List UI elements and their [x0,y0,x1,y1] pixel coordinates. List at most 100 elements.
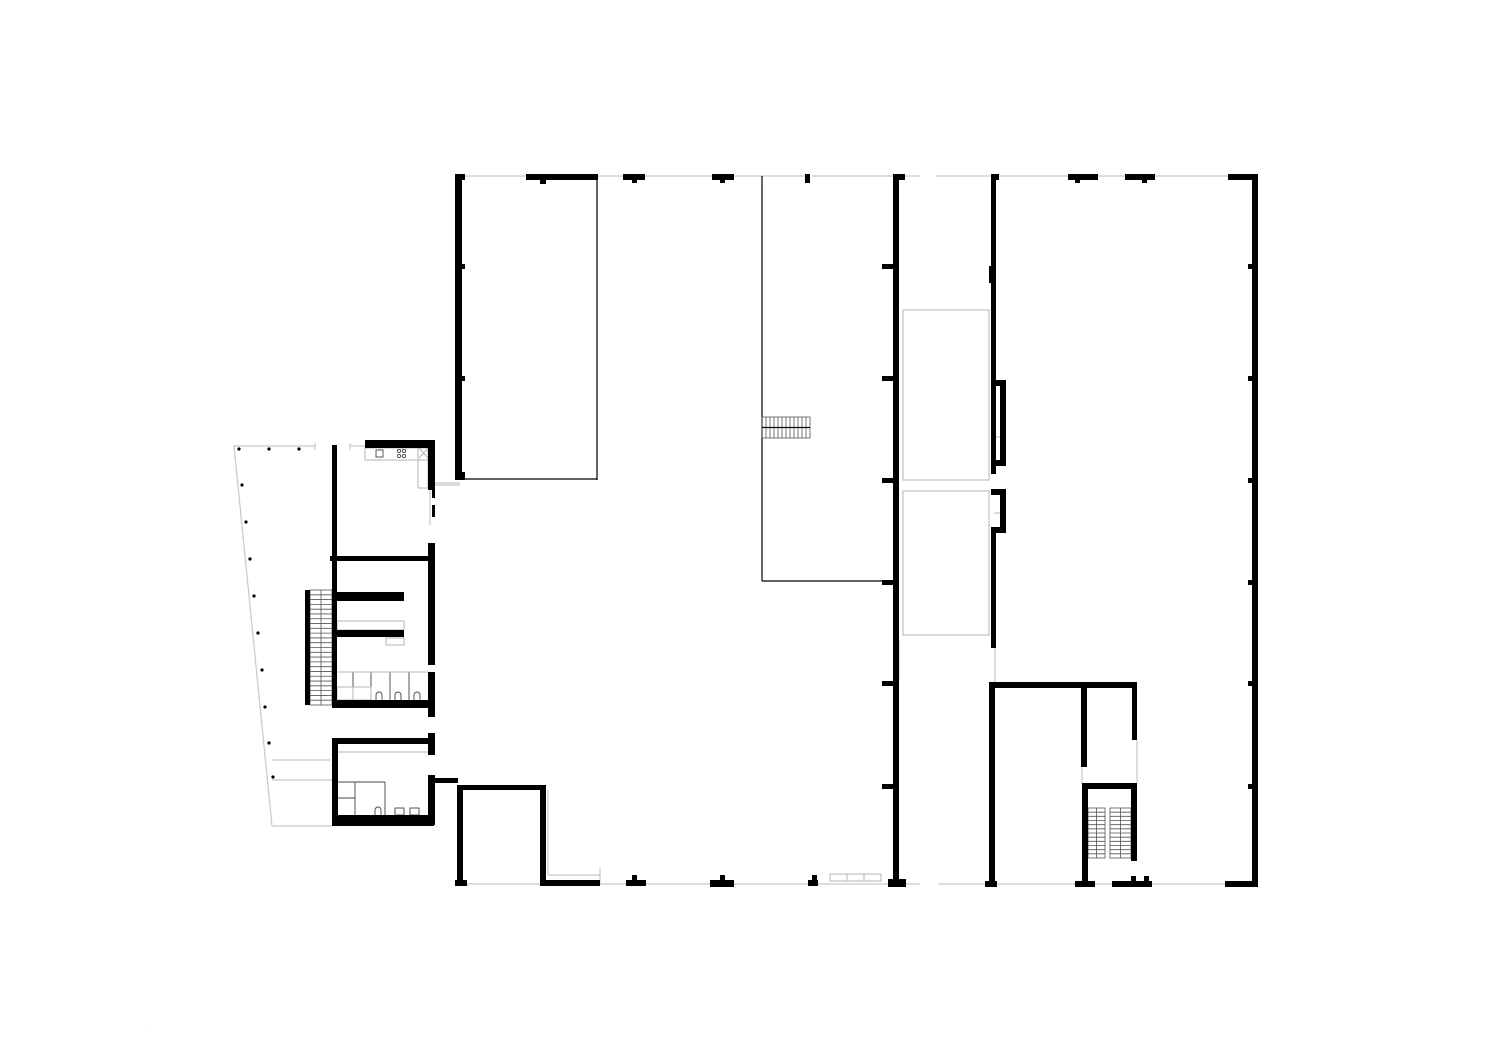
wall-segment [895,174,905,180]
toilet-icon [413,691,421,700]
wall-segment [991,527,1006,533]
wall-segment [710,880,734,887]
partition-lines [462,176,893,582]
hob-burner-icon [401,448,407,454]
column-dot-icon [256,631,260,635]
sink-icon [394,807,405,816]
column-dot-icon [267,741,271,745]
column-dot-icon [244,520,248,524]
bench [863,873,882,882]
wall-segment [1248,784,1256,789]
wall-segment [428,440,435,490]
wall-segment [1142,174,1147,183]
toilet-icon [375,691,383,700]
wall-segment [1132,682,1137,740]
walls [305,174,1258,887]
kitchen-counter [364,447,429,461]
wall-segment [985,881,997,887]
wall-segment [540,174,546,184]
wall-segment [365,440,435,448]
wall-segment [432,505,435,517]
wall-segment [457,785,463,885]
wall-segment [1000,380,1006,465]
wall-segment [882,784,893,789]
wall-segment [332,592,404,601]
wall-segment [882,376,893,381]
mezzanine-stair [761,416,811,439]
wall-segment [455,880,467,886]
wall-segment [540,785,546,885]
core-stair-right [1109,807,1132,859]
wall-segment [332,815,434,826]
wall-segment [893,174,899,886]
wall-segment [812,875,817,883]
wall-segment [305,590,310,705]
sink-icon [375,449,384,458]
column-dot-icon [267,447,271,451]
wall-segment [989,682,995,886]
footer-mark: · [150,1028,152,1033]
wall-segment [1248,478,1256,483]
core-stair-left [1087,807,1106,859]
gallery-box [902,309,990,481]
wall-segment [457,785,544,790]
wall-segment [720,875,725,881]
wall-segment [1248,376,1256,381]
wall-segment [991,380,1006,386]
wall-segment [1081,682,1087,767]
wall-segment [1075,881,1095,887]
wall-segment [989,266,994,283]
bench [846,873,865,882]
column-dot-icon [240,483,244,487]
urinal-partition [352,686,372,701]
hob-burner-icon [401,453,407,459]
hob-burner-icon [396,453,402,459]
wall-segment [1131,876,1136,884]
column-dot-icon [263,705,267,709]
wall-segment [1248,681,1256,686]
wall-segment [428,775,435,825]
wall-segment [1000,489,1006,532]
wall-segment [428,672,435,717]
wall-segment [332,738,432,744]
column-dot-icon [271,775,275,779]
wall-segment [428,543,435,665]
gallery-box [902,490,990,636]
wall-segment [455,376,465,381]
wall-segment [428,733,435,755]
stairs [309,416,1132,859]
wall-segment [330,556,435,561]
wall-segment [882,264,893,269]
wall-segment [991,460,1006,466]
wall-segment [332,700,432,708]
toilet-icon [374,806,382,815]
wall-segment [720,174,725,183]
glazing-lines [233,175,1228,885]
wall-segment [1252,174,1258,886]
wall-segment [991,489,1006,495]
wall-segment [432,478,435,498]
wall-segment [332,630,404,637]
wall-segment [1144,876,1149,884]
wall-segment [1075,174,1080,183]
appliance-cross [418,447,429,459]
wall-segment [882,478,893,483]
wall-segment [1125,174,1155,180]
wall-segment [632,174,637,183]
fixtures [336,436,1000,882]
column-dot-icon [237,447,241,451]
wall-segment [882,681,893,686]
vanity-counter [336,620,405,631]
wall-segment [989,682,1137,688]
wall-segment [540,880,600,886]
wall-segment [632,875,637,883]
column-dot-icon [260,668,264,672]
terrace-columns [237,447,301,779]
wall-segment [1248,580,1256,585]
wall-segment [888,879,906,887]
wall-segment [455,174,462,480]
wall-segment [332,738,338,826]
hob-burner-icon [396,448,402,454]
wall-segment [526,174,598,180]
